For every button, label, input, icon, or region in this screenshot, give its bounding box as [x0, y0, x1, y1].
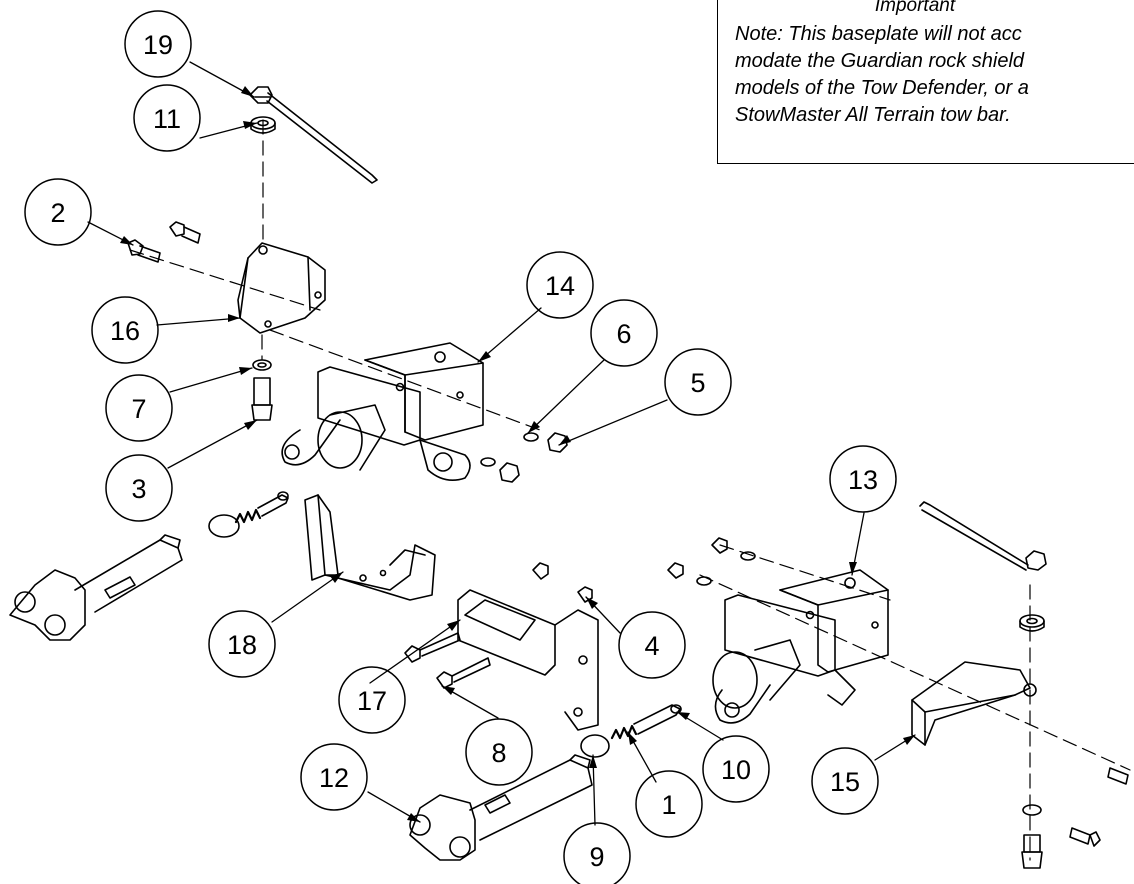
part-2-bolts	[127, 221, 201, 263]
callout-numbers: 19 11 2 16 7 3 14 6 5 13 18 4 17 8 12 9 …	[50, 30, 878, 872]
callout-circle-3	[105, 454, 173, 522]
callout-circle-6	[590, 299, 658, 367]
callout-circle-15	[811, 747, 879, 815]
part-12-tow-bar-arm	[409, 754, 593, 861]
callout-circle-8	[465, 718, 533, 786]
leader-arrowheads	[120, 86, 915, 822]
callout-label-10: 10	[721, 755, 751, 785]
right-bolts	[1021, 767, 1129, 869]
callout-circles	[24, 10, 897, 884]
upper-pin	[257, 491, 289, 517]
callout-label-7: 7	[131, 394, 146, 424]
note-line-4: StowMaster All Terrain tow bar.	[735, 104, 1011, 126]
part-5-nut	[499, 432, 568, 483]
callout-label-1: 1	[661, 790, 676, 820]
part-17-plate	[457, 589, 599, 731]
callout-circle-12	[300, 743, 368, 811]
callout-label-3: 3	[131, 474, 146, 504]
callout-label-8: 8	[491, 738, 506, 768]
part-14-receiver-assembly	[281, 342, 484, 481]
part-1-spring	[610, 724, 638, 740]
callout-label-14: 14	[545, 271, 575, 301]
callout-circle-13	[829, 445, 897, 513]
callout-label-5: 5	[690, 368, 705, 398]
leader-lines	[87, 61, 916, 826]
important-note-box	[717, 0, 1134, 164]
callout-label-15: 15	[830, 767, 860, 797]
right-hitch-pin-clip	[919, 501, 1047, 571]
callout-circle-7	[105, 374, 173, 442]
part-3-bolt	[251, 377, 273, 421]
right-washer-upper	[1019, 614, 1045, 632]
callout-label-11: 11	[153, 104, 181, 134]
callout-label-19: 19	[143, 30, 173, 60]
part-10-pin	[633, 704, 682, 735]
callout-circle-19	[124, 10, 192, 78]
callout-circle-16	[91, 296, 159, 364]
part-18-bracket	[304, 494, 436, 601]
callout-circle-4	[618, 611, 686, 679]
callout-circle-5	[664, 348, 732, 416]
callout-label-9: 9	[589, 842, 604, 872]
callout-label-2: 2	[50, 198, 65, 228]
callout-label-16: 16	[110, 316, 140, 346]
callout-label-12: 12	[319, 763, 349, 793]
callout-circle-17	[338, 666, 406, 734]
note-line-1: Note: This baseplate will not acc	[735, 23, 1022, 45]
left-tow-bar-arm	[9, 534, 183, 641]
callout-label-18: 18	[227, 630, 257, 660]
part-13-receiver-assembly	[712, 569, 889, 724]
callout-label-17: 17	[357, 686, 387, 716]
callout-circle-9	[563, 822, 631, 884]
part-19-hitch-pin-clip	[249, 86, 378, 184]
note-line-3: models of the Tow Defender, or a	[735, 77, 1029, 99]
part-6-washer	[480, 432, 539, 467]
part-7-washer	[252, 359, 272, 371]
callout-circle-18	[208, 610, 276, 678]
callout-circle-11	[133, 84, 201, 152]
note-line-2: modate the Guardian rock shield	[735, 50, 1025, 72]
callout-label-13: 13	[848, 465, 878, 495]
part-4-nuts	[532, 562, 593, 603]
upper-retaining-ring	[208, 514, 240, 538]
callout-circle-10	[702, 735, 770, 803]
part-9-retaining-ring	[580, 734, 610, 758]
callout-circle-2	[24, 178, 92, 246]
callout-label-4: 4	[644, 631, 659, 661]
upper-spring	[234, 508, 262, 524]
assembly-axis-lines	[129, 119, 1131, 861]
part-15-bracket	[911, 661, 1037, 746]
part-8-bolts	[404, 632, 491, 689]
right-nuts-washers	[667, 537, 756, 586]
callout-label-6: 6	[616, 319, 631, 349]
part-16-bracket	[237, 242, 326, 334]
callout-circle-1	[635, 770, 703, 838]
note-heading: Important	[874, 0, 956, 16]
callout-circle-14	[526, 251, 594, 319]
